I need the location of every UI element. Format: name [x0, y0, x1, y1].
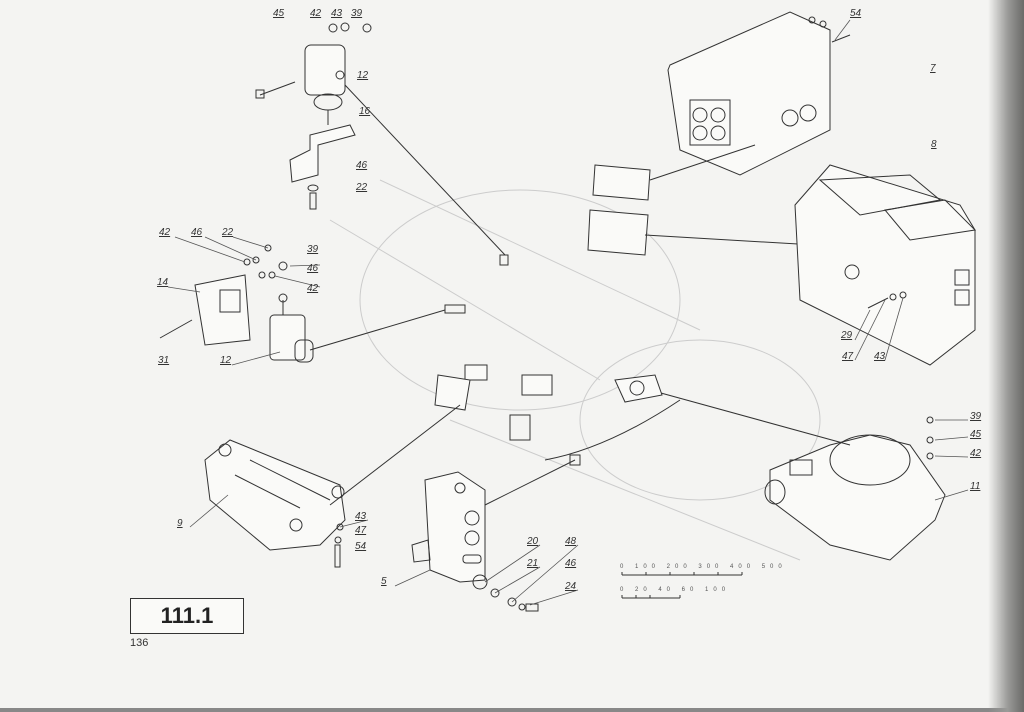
part-label-29: 29	[841, 330, 853, 341]
part-label-48: 48	[565, 536, 577, 547]
leader-lines	[167, 19, 969, 606]
part-label-8: 8	[931, 139, 937, 150]
part-label-46: 46	[307, 263, 319, 274]
part-label-24: 24	[565, 581, 577, 592]
part-label-42: 42	[970, 448, 982, 459]
housing-11	[614, 374, 946, 561]
cover-box-9	[204, 404, 461, 568]
part-label-12: 12	[357, 70, 369, 81]
part-label-39: 39	[351, 8, 363, 19]
scan-page-edge-shadow	[988, 0, 1024, 712]
part-label-43: 43	[874, 351, 886, 362]
center-small-parts	[434, 364, 681, 466]
part-label-46: 46	[356, 160, 368, 171]
part-label-46: 46	[191, 227, 203, 238]
part-label-42: 42	[307, 283, 319, 294]
part-label-54: 54	[850, 8, 862, 19]
background-faint-drawing	[329, 179, 821, 561]
part-label-21: 21	[527, 558, 539, 569]
scan-bottom-edge	[0, 708, 1024, 712]
junction-box-5	[411, 459, 576, 612]
page-number: 136	[130, 637, 149, 649]
part-label-9: 9	[177, 518, 183, 529]
part-label-31: 31	[158, 355, 170, 366]
switch-assembly-top	[255, 22, 509, 266]
part-label-47: 47	[842, 351, 854, 362]
control-box-8	[794, 164, 977, 366]
part-label-43: 43	[355, 511, 367, 522]
plate-number-box: 111.1	[130, 598, 244, 634]
plate-number: 111.1	[160, 603, 214, 628]
part-label-22: 22	[222, 227, 234, 238]
part-label-39: 39	[307, 244, 319, 255]
scale-bar-small-label: 0 20 40 60 100	[620, 587, 731, 593]
part-label-45: 45	[970, 429, 982, 440]
part-label-42: 42	[159, 227, 171, 238]
part-label-7: 7	[930, 63, 936, 74]
part-label-11: 11	[970, 481, 981, 492]
part-label-45: 45	[273, 8, 285, 19]
part-label-20: 20	[527, 536, 539, 547]
part-label-16: 16	[359, 106, 371, 117]
control-box-7	[649, 11, 851, 181]
part-label-46: 46	[565, 558, 577, 569]
part-label-47: 47	[355, 525, 367, 536]
part-label-14: 14	[157, 277, 169, 288]
part-label-54: 54	[355, 541, 367, 552]
part-label-22: 22	[356, 182, 368, 193]
scale-bar-large-label: 0 100 200 300 400 500	[620, 564, 787, 570]
bracket-and-switch	[159, 244, 466, 363]
part-label-39: 39	[970, 411, 982, 422]
part-label-5: 5	[381, 576, 387, 587]
scale-bars	[621, 572, 743, 599]
part-label-12: 12	[220, 355, 232, 366]
part-label-42: 42	[310, 8, 322, 19]
covers	[587, 164, 816, 256]
part-label-43: 43	[331, 8, 343, 19]
